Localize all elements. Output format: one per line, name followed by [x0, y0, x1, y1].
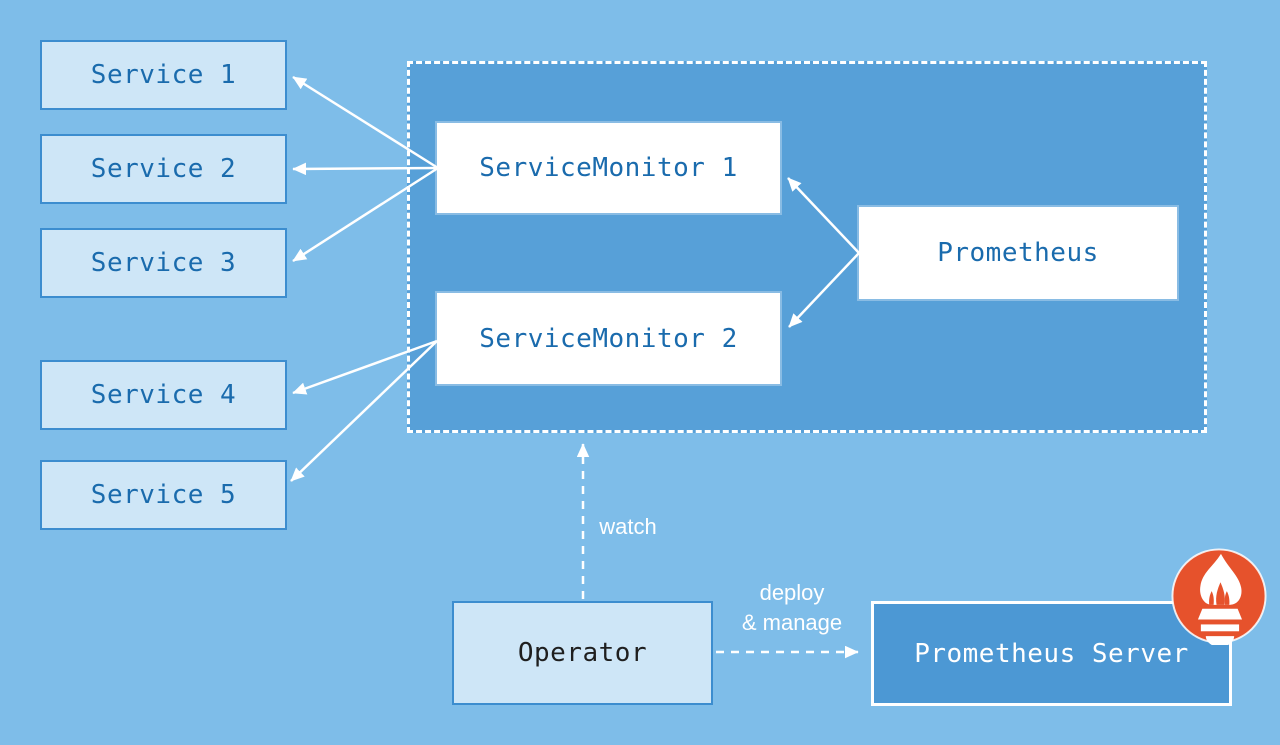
prometheus-server-label: Prometheus Server [914, 638, 1189, 669]
service-box-2: Service 2 [40, 134, 287, 204]
service-label: Service 3 [90, 248, 237, 278]
service-box-4: Service 4 [40, 360, 287, 430]
prometheus-box: Prometheus [859, 207, 1177, 299]
service-label: Service 5 [90, 480, 237, 510]
service-box-5: Service 5 [40, 460, 287, 530]
service-label: Service 4 [90, 380, 237, 410]
service-box-1: Service 1 [40, 40, 287, 110]
operator-box: Operator [452, 601, 713, 705]
service-box-3: Service 3 [40, 228, 287, 298]
prometheus-label: Prometheus [937, 238, 1099, 268]
flame-icon [1197, 553, 1243, 645]
service-label: Service 2 [90, 154, 237, 184]
prometheus-server-box: Prometheus Server [871, 601, 1232, 706]
servicemonitor-label: ServiceMonitor 1 [479, 153, 738, 183]
operator-label: Operator [517, 638, 648, 668]
service-label: Service 1 [90, 60, 237, 90]
deploy-manage-label: deploy & manage [726, 578, 858, 638]
servicemonitor-label: ServiceMonitor 2 [479, 323, 738, 354]
deploy-label-line1: deploy [759, 580, 825, 605]
prometheus-logo-icon [1171, 548, 1267, 645]
watch-label: watch [599, 514, 657, 539]
deploy-label-line2: & manage [741, 610, 843, 635]
servicemonitor-2-box: ServiceMonitor 2 [437, 293, 780, 384]
servicemonitor-1-box: ServiceMonitor 1 [437, 123, 780, 213]
